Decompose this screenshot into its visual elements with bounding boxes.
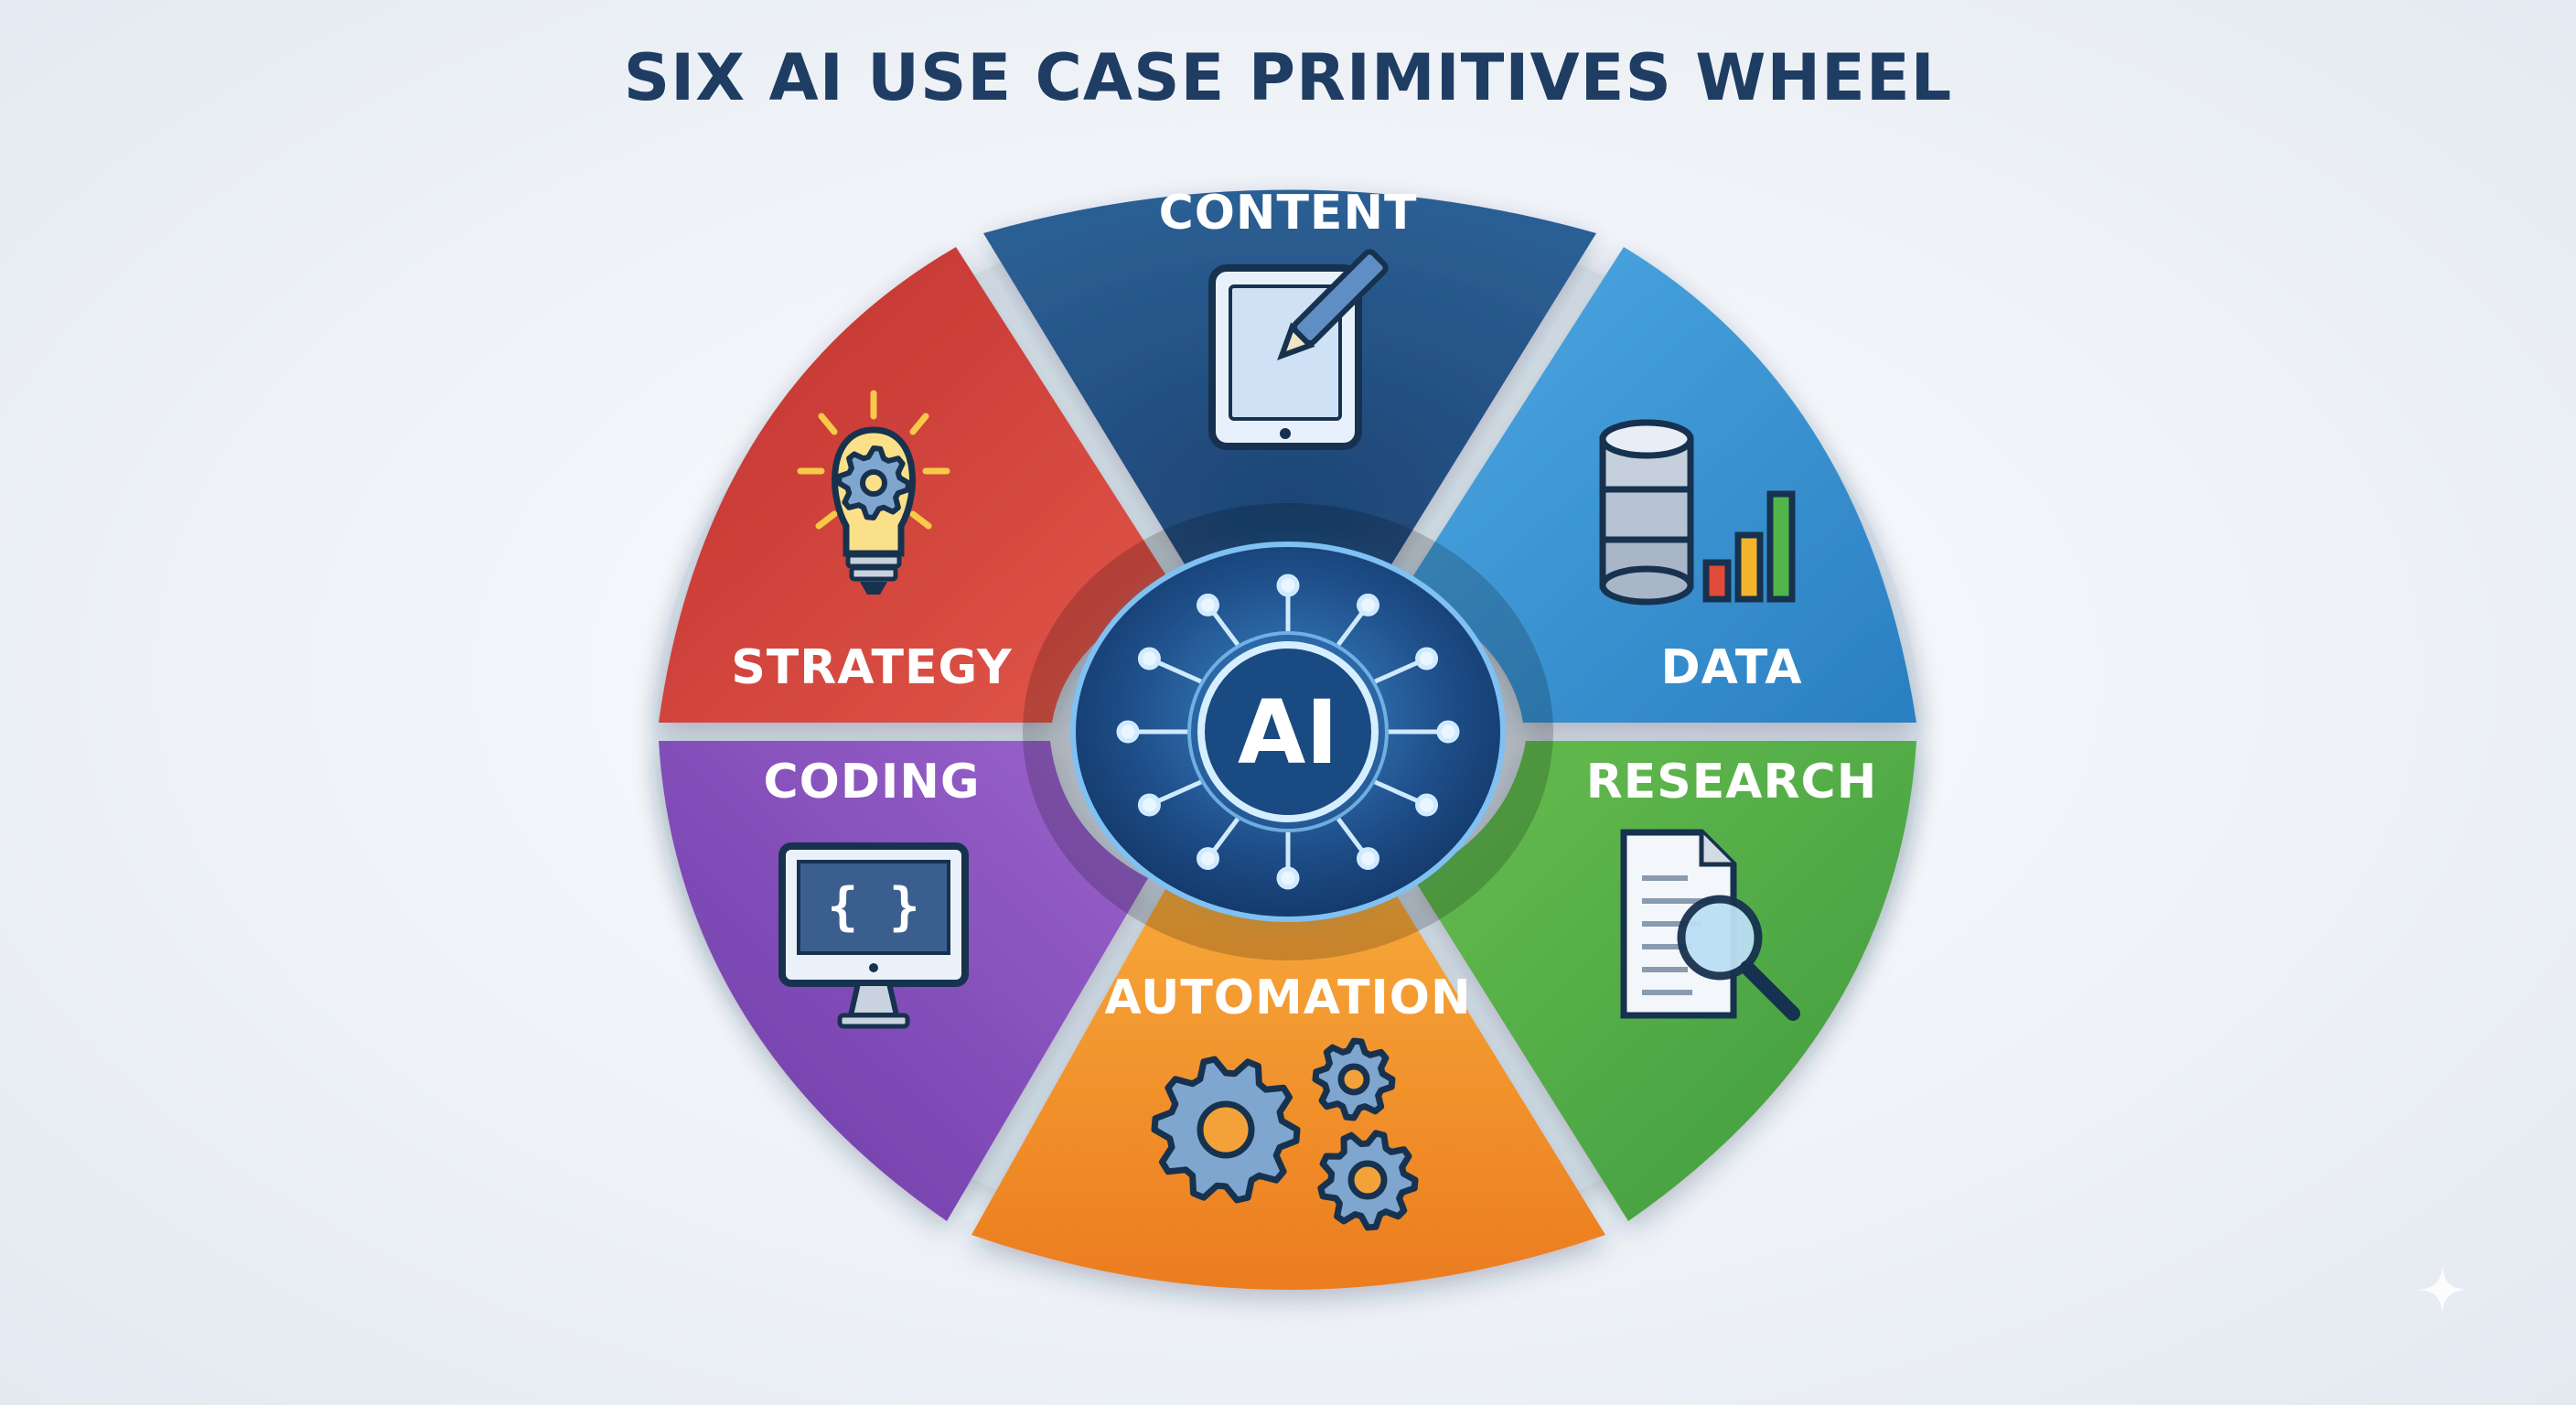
code-braces-glyph: { } [827, 877, 919, 937]
monitor-code-icon: { } [778, 842, 969, 1029]
label-research: RESEARCH [1586, 755, 1878, 810]
gears-icon [1151, 1037, 1419, 1231]
sparkle-icon [2419, 1266, 2466, 1314]
page-title: SIX AI USE CASE PRIMITIVES WHEEL [623, 40, 1953, 115]
document-magnifier-icon [1620, 829, 1800, 1021]
ai-network-hub-icon [1116, 574, 1460, 890]
label-coding: CODING [763, 755, 980, 810]
tablet-pen-icon [1208, 249, 1389, 450]
segment-strategy [659, 247, 1175, 723]
ai-hub: AI [1055, 526, 1521, 938]
database-chart-icon [1599, 419, 1796, 606]
lightbulb-gear-icon [797, 390, 950, 595]
label-content: CONTENT [1159, 186, 1418, 241]
label-strategy: STRATEGY [731, 640, 1013, 695]
segment-automation [971, 885, 1605, 1290]
label-automation: AUTOMATION [1104, 971, 1471, 1025]
ai-center-label: AI [1238, 681, 1338, 784]
label-data: DATA [1660, 640, 1802, 695]
